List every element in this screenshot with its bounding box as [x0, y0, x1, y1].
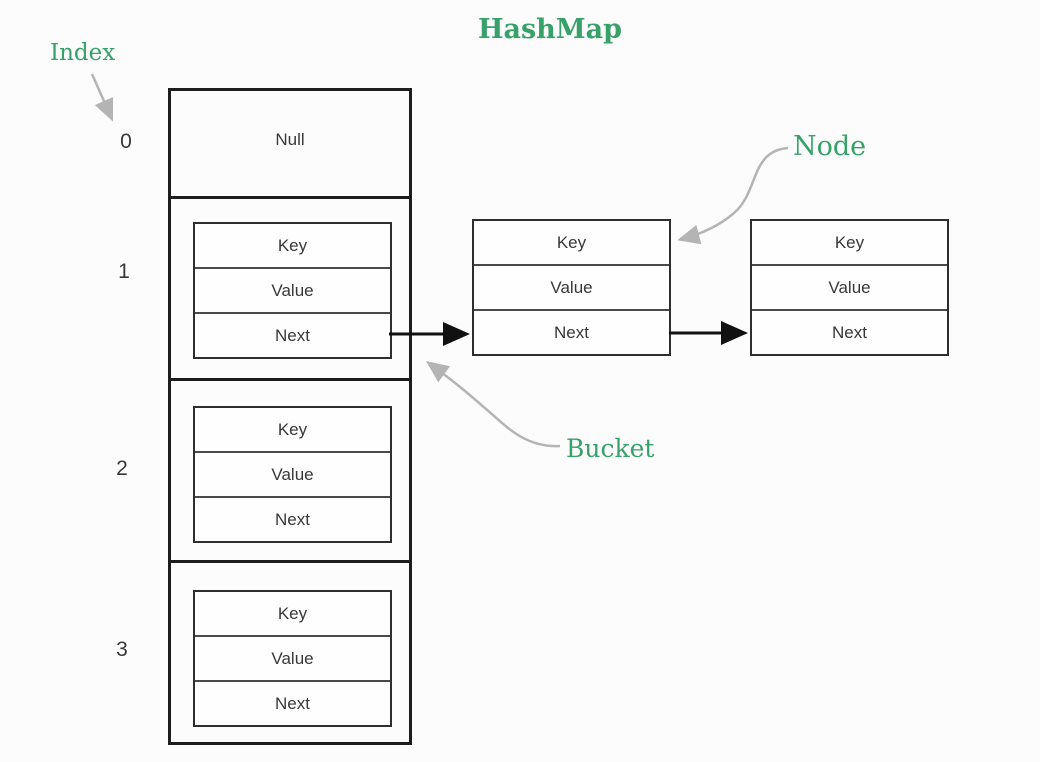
index-value-0: 0	[120, 130, 132, 153]
node-field-key: Key	[277, 235, 308, 255]
node-field-key: Key	[834, 232, 865, 252]
bucket-label: Bucket	[566, 434, 655, 463]
cell-divider	[171, 196, 409, 199]
cell-divider	[171, 378, 409, 381]
node-field-next: Next	[195, 680, 390, 725]
bucket-node-index3: Key Value Next	[193, 590, 392, 727]
node-field-key: Key	[277, 419, 308, 439]
index-value-1: 1	[118, 260, 130, 283]
node-field-value: Value	[474, 264, 669, 309]
bucket-node-index2: Key Value Next	[193, 406, 392, 543]
index-value-3: 3	[116, 638, 128, 661]
cell-divider	[171, 560, 409, 563]
node-field-value: Value	[195, 635, 390, 680]
bucket-label-arrow	[425, 361, 561, 448]
index-label: Index	[50, 40, 116, 66]
bucket-node-index1: Key Value Next	[193, 222, 392, 359]
node-field-next: Next	[752, 309, 947, 354]
linked-node-2: Key Value Next	[750, 219, 949, 356]
node-field-key: Key	[556, 232, 587, 252]
node-field-value: Value	[752, 264, 947, 309]
node-field-key: Key	[277, 603, 308, 623]
node-field-value: Value	[195, 451, 390, 496]
node-field-value: Value	[195, 267, 390, 312]
diagram-title: HashMap	[477, 14, 623, 45]
node-field-next: Next	[195, 312, 390, 357]
bucket-array	[168, 88, 412, 745]
node-field-next: Next	[195, 496, 390, 541]
index-pointer-arrow	[90, 73, 114, 122]
linked-node-1: Key Value Next	[472, 219, 671, 356]
null-cell-text: Null	[275, 130, 305, 149]
index-value-2: 2	[116, 457, 128, 480]
node-field-next: Next	[474, 309, 669, 354]
node-label: Node	[793, 131, 867, 162]
